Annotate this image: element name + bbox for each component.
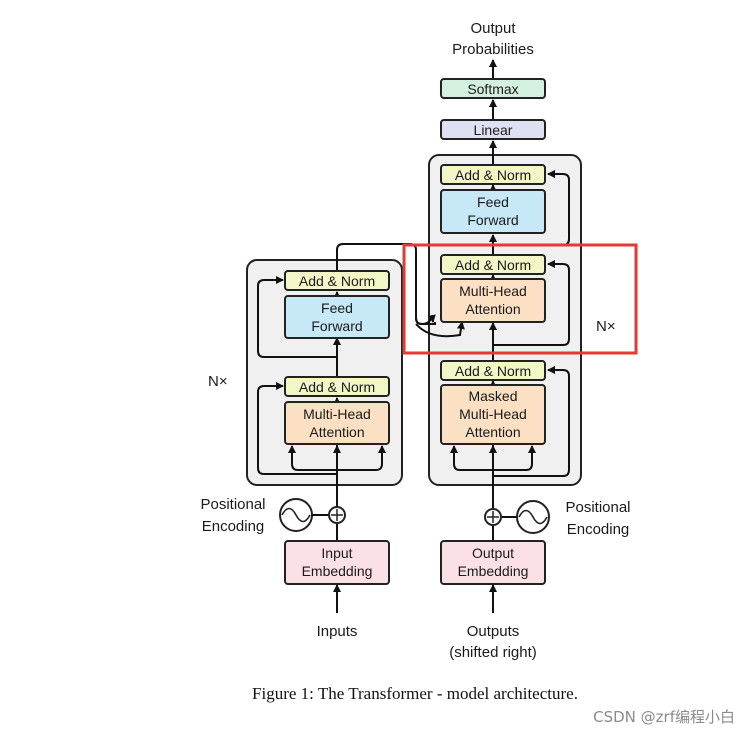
linear-label: Linear	[474, 122, 513, 138]
encoder-feed-forward-label-1: Feed	[321, 300, 353, 316]
input-embedding-label-2: Embedding	[302, 563, 373, 579]
decoder-cross-attention-label-2: Attention	[465, 301, 520, 317]
encoder-add-norm-bottom: Add & Norm	[284, 376, 390, 397]
outputs-label-2: (shifted right)	[449, 644, 537, 661]
decoder-add-norm-middle-label: Add & Norm	[455, 257, 531, 273]
encoder-nx-label: N×	[208, 373, 228, 390]
decoder-masked-label-2: Multi-Head	[459, 406, 527, 422]
decoder-masked-attention: Masked Multi-Head Attention	[440, 384, 546, 445]
decoder-feed-forward-label-2: Forward	[467, 212, 518, 228]
encoder-attention-label-2: Attention	[309, 424, 364, 440]
input-embedding-label-1: Input	[321, 545, 352, 561]
encoder-add-norm-top-label: Add & Norm	[299, 273, 375, 289]
encoder-feed-forward-label-2: Forward	[311, 318, 362, 334]
decoder-positional-label-2: Encoding	[567, 521, 630, 538]
softmax-label: Softmax	[467, 81, 518, 97]
output-label-1: Output	[470, 20, 516, 37]
decoder-positional-encoding	[484, 500, 550, 534]
decoder-cross-attention: Multi-Head Attention	[440, 278, 546, 323]
encoder-multi-head-attention: Multi-Head Attention	[284, 401, 390, 445]
encoder-stack	[246, 259, 403, 486]
decoder-nx-label: N×	[596, 318, 616, 335]
decoder-feed-forward: Feed Forward	[440, 189, 546, 234]
encoder-feed-forward: Feed Forward	[284, 295, 390, 339]
watermark: CSDN @zrf编程小白	[593, 708, 735, 726]
decoder-add-norm-bottom: Add & Norm	[440, 360, 546, 381]
input-embedding: Input Embedding	[284, 540, 390, 585]
encoder-positional-label-2: Encoding	[202, 518, 265, 535]
figure-caption: Figure 1: The Transformer - model archit…	[252, 684, 578, 703]
encoder-positional-encoding	[279, 498, 346, 532]
encoder-attention-label-1: Multi-Head	[303, 406, 371, 422]
output-embedding-label-2: Embedding	[458, 563, 529, 579]
inputs-label: Inputs	[317, 623, 358, 640]
decoder-feed-forward-label-1: Feed	[477, 194, 509, 210]
decoder-add-norm-middle: Add & Norm	[440, 254, 546, 275]
decoder-masked-label-3: Attention	[465, 424, 520, 440]
encoder-add-norm-top: Add & Norm	[284, 270, 390, 291]
encoder-add-norm-bottom-label: Add & Norm	[299, 379, 375, 395]
softmax-block: Softmax	[440, 78, 546, 99]
output-label-2: Probabilities	[452, 41, 534, 58]
highlight-box	[402, 243, 638, 355]
decoder-positional-label-1: Positional	[565, 499, 630, 516]
decoder-cross-attention-label-1: Multi-Head	[459, 283, 527, 299]
decoder-add-norm-top-label: Add & Norm	[455, 167, 531, 183]
decoder-add-norm-top: Add & Norm	[440, 164, 546, 185]
output-embedding-label-1: Output	[472, 545, 514, 561]
decoder-add-norm-bottom-label: Add & Norm	[455, 363, 531, 379]
decoder-masked-label-1: Masked	[468, 388, 517, 404]
linear-block: Linear	[440, 119, 546, 140]
output-embedding: Output Embedding	[440, 540, 546, 585]
encoder-positional-label-1: Positional	[200, 496, 265, 513]
outputs-label-1: Outputs	[467, 623, 520, 640]
